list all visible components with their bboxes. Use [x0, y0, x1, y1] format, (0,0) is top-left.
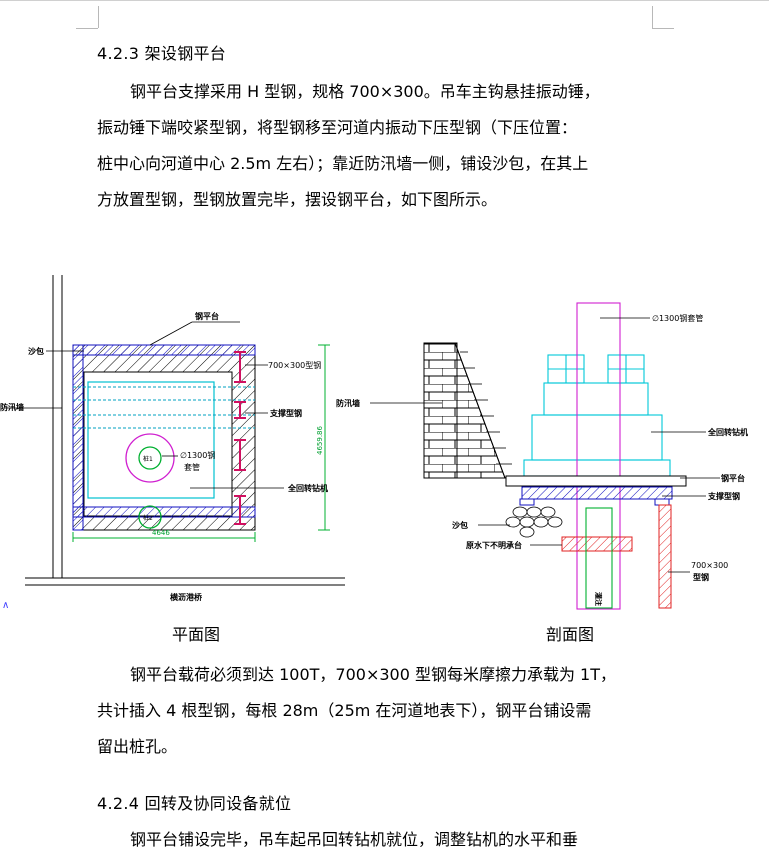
paragraph-line: 桩中心向河道中心 2.5m 左右）；靠近防汛墙一侧，铺设沙包，在其上 [97, 154, 589, 173]
plan-label-support: 支撑型钢 [269, 408, 302, 418]
plan-label-casing: ∅1300钢 [180, 450, 215, 460]
plan-view-caption: 平面图 [172, 625, 221, 644]
crop-mark-right [652, 6, 653, 28]
plan-label-rig: 全回转钻机 [287, 483, 328, 493]
plan-label-wall: 防汛墙 [0, 402, 24, 412]
section-heading-4-2-3: 4.2.3 架设钢平台 [97, 44, 227, 63]
crop-mark-right-h [652, 28, 674, 29]
plan-label-platform: 钢平台 [195, 311, 219, 321]
plan-label-bridge: 横沥港桥 [170, 592, 203, 602]
section-label-hbeam2: 型钢 [693, 572, 709, 582]
plan-width-dim: 4646 [152, 529, 170, 537]
section-label-hbeam: 700×300 [691, 561, 728, 570]
paragraph-line: 留出桩孔。 [97, 737, 178, 756]
paragraph-line: 共计插入 4 根型钢，每根 28m（25m 在河道地表下），钢平台铺设需 [97, 701, 592, 720]
section-label-wall: 防汛墙 [336, 398, 360, 408]
section-label-casing: ∅1300钢套管 [652, 313, 703, 323]
section-view-drawing: ∅1300钢套管 防汛墙 全回转钻机 钢平台 支撑型钢 沙包 原水下不明承台 7… [336, 302, 748, 610]
section-label-sandbag: 沙包 [452, 520, 468, 530]
plan-label-casing2: 套管 [184, 462, 200, 472]
plan-stray-mark: ∧ [2, 600, 9, 610]
section-label-platform: 钢平台 [721, 473, 745, 483]
crop-mark-left-h [76, 28, 98, 29]
section-label-bearing: 原水下不明承台 [466, 540, 522, 550]
plan-height-dim: 4659.86 [316, 426, 324, 455]
plan-view-drawing: 4659.86 4646 钢平台 沙包 防汛墙 700×300型钢 支撑型钢 ∅… [0, 275, 345, 610]
section-label-support: 支撑型钢 [707, 491, 740, 501]
paragraph-rig-positioning: 钢平台铺设完毕，吊车起吊回转钻机就位，调整钻机的水平和垂 [97, 822, 687, 858]
plan-label-pile2: 桩2 [143, 514, 153, 522]
paragraph-line: 方放置型钢，型钢放置完毕，摆设钢平台，如下图所示。 [97, 190, 498, 209]
page-top-edge [0, 0, 769, 1]
plan-label-hbeam: 700×300型钢 [268, 360, 321, 370]
paragraph-line: 钢平台载荷必须到达 100T，700×300 型钢每米摩擦力承载为 1T， [130, 665, 617, 684]
crop-mark-left [98, 6, 99, 28]
section-label-pile: 灌注 [594, 592, 603, 606]
plan-label-sandbag: 沙包 [28, 346, 44, 356]
paragraph-line: 振动锤下端咬紧型钢，将型钢移至河道内振动下压型钢（下压位置： [97, 118, 578, 137]
paragraph-platform-support: 钢平台支撑采用 H 型钢，规格 700×300。吊车主钩悬挂振动锤， 振动锤下端… [97, 74, 687, 218]
section-label-rig: 全回转钻机 [707, 427, 748, 437]
section-view-caption: 剖面图 [546, 625, 595, 644]
paragraph-platform-load: 钢平台载荷必须到达 100T，700×300 型钢每米摩擦力承载为 1T， 共计… [97, 657, 687, 765]
section-heading-4-2-4: 4.2.4 回转及协同设备就位 [97, 794, 292, 813]
paragraph-line: 钢平台支撑采用 H 型钢，规格 700×300。吊车主钩悬挂振动锤， [130, 82, 600, 101]
paragraph-line: 钢平台铺设完毕，吊车起吊回转钻机就位，调整钻机的水平和垂 [130, 830, 579, 849]
plan-label-pile1: 桩1 [143, 455, 153, 463]
